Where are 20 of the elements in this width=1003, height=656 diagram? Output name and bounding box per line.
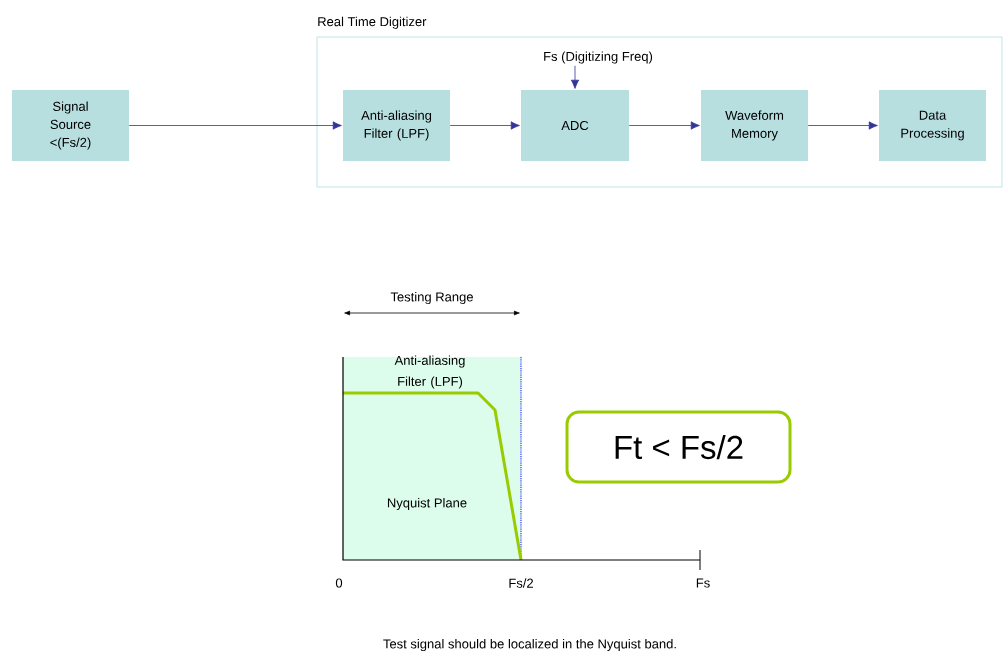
tick-label: Fs/2 [509, 578, 533, 588]
process-box: ADC [521, 90, 629, 161]
curve-label: Anti-aliasing Filter (LPF) [394, 355, 465, 389]
arrow [807, 121, 878, 130]
process-box: Waveform Memory [701, 90, 808, 161]
tick-label: Fs [696, 578, 710, 588]
process-box: Anti-aliasing Filter (LPF) [343, 90, 450, 161]
arrow [628, 121, 700, 130]
process-box: Data Processing [879, 90, 986, 161]
process-box: Signal Source <(Fs/2) [12, 90, 129, 161]
caption: Test signal should be localized in the Nyquist band. [383, 638, 676, 652]
input-label: Fs (Digitizing Freq) [544, 51, 653, 64]
region-label: Nyquist Plane [387, 497, 467, 511]
arrow [570, 65, 580, 89]
range-label: Testing Range [390, 291, 473, 305]
node-label: Real Time Digitizer [318, 16, 427, 29]
arrow [128, 121, 342, 130]
arrow [449, 121, 520, 130]
tick-label: 0 [335, 578, 343, 588]
condition-box: Ft < Fs/2 [565, 410, 792, 484]
